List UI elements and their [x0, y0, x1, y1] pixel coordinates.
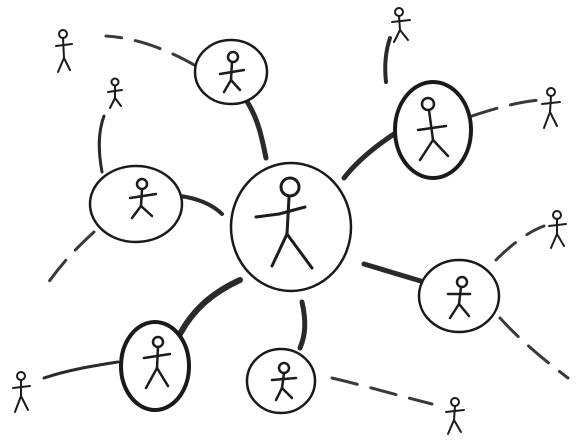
link-upper-right-outer-far-right [470, 98, 542, 118]
link-center-upper-right [341, 131, 397, 181]
node-left-ring [88, 164, 184, 244]
node-lower-left [119, 320, 191, 412]
node-upper-right-ring [393, 80, 473, 180]
center-node [229, 161, 353, 293]
person-icon [218, 50, 246, 94]
link-lower-left-outer-bottom-left [42, 360, 120, 380]
link-center-top [243, 97, 269, 161]
outer-person-upper-left [107, 77, 123, 109]
outer-person-top-left [55, 29, 73, 73]
node-right [417, 258, 501, 334]
connections [40, 34, 570, 406]
link-center-right [361, 261, 427, 285]
link-right-outer-right [494, 224, 546, 262]
node-bottom-ring [245, 347, 317, 415]
link-left-dash [40, 230, 96, 294]
outer-people [12, 7, 567, 435]
node-upper-right [393, 80, 473, 180]
node-bottom [245, 347, 317, 415]
link-upper-right-outer-top-right [383, 36, 392, 84]
link-right-dash [498, 316, 570, 380]
outer-person-bottom-left [12, 371, 31, 413]
link-left-outer-upper-left [97, 114, 106, 174]
link-center-left [178, 194, 224, 216]
center-person-icon [254, 176, 314, 270]
link-center-lower-left [177, 277, 243, 337]
node-left [88, 164, 184, 244]
outer-person-right [548, 210, 567, 249]
outer-person-far-right [541, 87, 561, 129]
person-icon [446, 275, 472, 320]
person-icon [128, 177, 158, 220]
link-bottom-outer-bottom-right [330, 376, 434, 406]
center-node-ring [229, 161, 353, 293]
node-lower-left-ring [119, 320, 191, 412]
person-icon [270, 361, 298, 402]
person-icon [142, 335, 172, 390]
outer-person-top-right [391, 7, 411, 43]
outer-person-bottom-right [445, 397, 465, 435]
link-top-outer-top-left [104, 34, 198, 68]
link-center-bottom [297, 299, 308, 351]
node-top [193, 38, 269, 106]
person-icon [416, 96, 450, 162]
